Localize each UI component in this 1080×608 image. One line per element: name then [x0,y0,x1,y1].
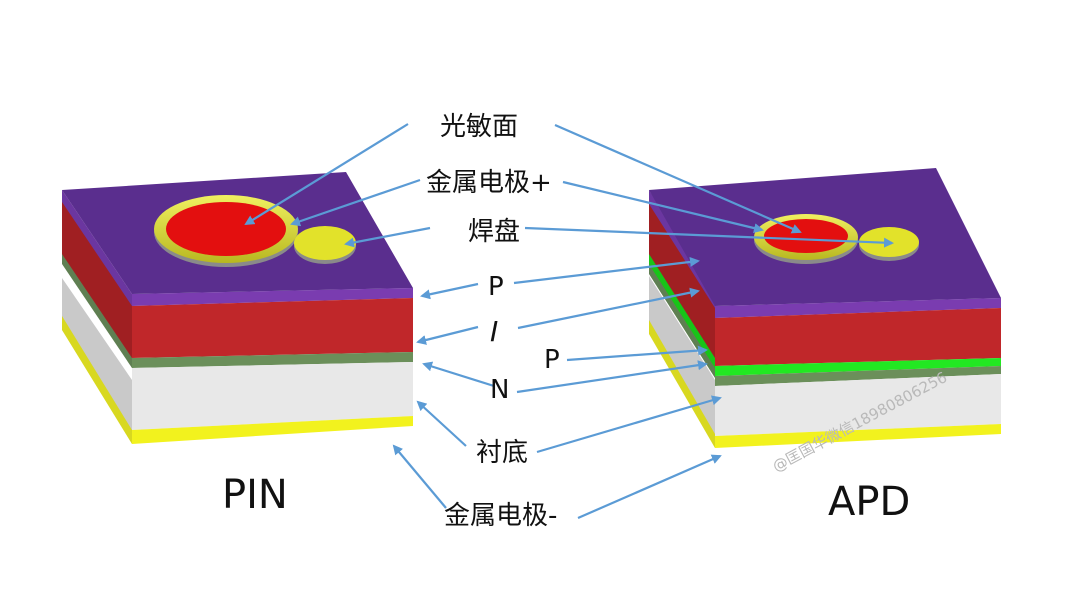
pin-n-layer-front [132,352,413,368]
pin-device [62,172,413,444]
label-electrode-plus: 金属电极+ [426,168,552,198]
arrow-p-pin [420,282,479,300]
apd-substrate-front [715,374,1001,436]
arrow-p-apd [513,256,700,285]
apd-p-layer2-front [715,358,1001,376]
annotation-arrows [244,123,894,520]
label-i-layer: I [490,315,498,348]
pin-photosensitive-area [166,202,286,256]
arrow-n-pin [422,361,495,388]
apd-bottom-electrode-front [715,424,1001,448]
arrow-pad-pin [344,226,431,248]
label-photosensitive: 光敏面 [440,112,518,142]
apd-n-layer-front [715,366,1001,386]
apd-i-layer-front [715,308,1001,366]
label-pad: 焊盘 [468,217,520,247]
arrow-electrode-plus-apd [562,180,764,233]
pin-substrate-left [62,278,132,432]
device-name-apd: APD [828,479,910,525]
arrow-electrode-plus-pin [290,178,421,227]
arrow-pad-apd [524,226,894,248]
arrow-n-apd [516,360,708,394]
arrow-substrate-apd [536,395,722,454]
pin-bottom-electrode-left [62,316,132,444]
label-p-layer: P [488,272,504,302]
arrow-electrode-minus-pin [392,444,447,509]
device-name-pin: PIN [222,472,288,518]
pin-i-layer-left [62,200,132,358]
label-n-layer: N [490,375,509,405]
apd-device [649,168,1001,448]
apd-photosensitive-area [764,219,848,253]
apd-substrate-left [649,276,715,436]
label-p-layer-apd: P [544,345,560,375]
pin-n-layer-left [62,252,132,368]
pin-i-layer-front [132,298,413,358]
arrow-i-pin [416,325,479,345]
pin-substrate-front [132,362,413,430]
apd-p-layer-left [649,190,715,308]
arrow-p2-apd [566,345,708,362]
arrow-i-apd [517,287,700,330]
arrow-substrate-pin [416,400,467,447]
pin-pad [294,226,356,260]
pin-p-layer-left [62,190,132,306]
arrow-photosensitive-pin [244,123,409,226]
apd-p-layer2-left [649,252,715,368]
label-substrate: 衬底 [476,438,528,468]
pin-bottom-electrode-front [132,416,413,444]
apd-i-layer-left [649,202,715,358]
apd-p-layer-front [715,298,1001,318]
label-electrode-minus: 金属电极- [444,501,557,531]
arrow-photosensitive-apd [554,123,802,234]
arrow-electrode-minus-apd [577,454,722,520]
